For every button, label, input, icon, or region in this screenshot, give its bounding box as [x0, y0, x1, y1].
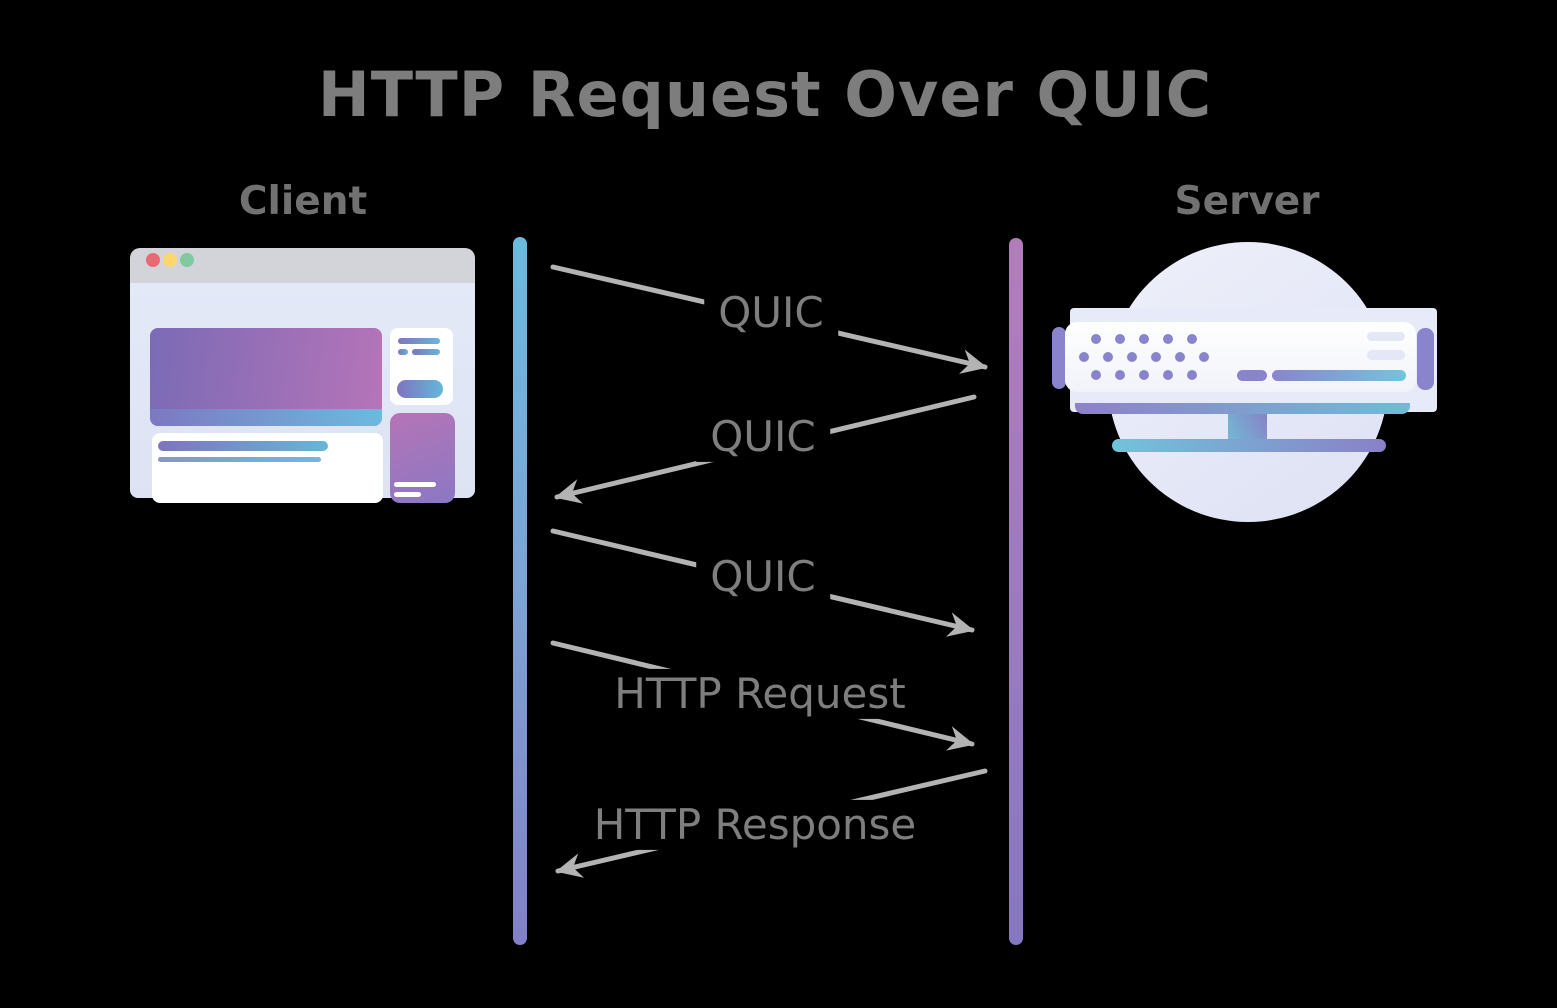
led-dot	[1163, 334, 1173, 344]
led-dot	[1091, 334, 1101, 344]
hero-banner-strip	[150, 409, 382, 426]
text-line-placeholder	[398, 349, 408, 355]
led-dot	[1175, 352, 1185, 362]
sidebar-image-placeholder	[390, 413, 455, 503]
button-placeholder	[397, 380, 443, 398]
server-chassis	[1065, 322, 1416, 392]
window-minimize-dot-icon	[163, 253, 177, 267]
led-dot	[1115, 370, 1125, 380]
led-dot	[1199, 352, 1209, 362]
text-line-placeholder	[394, 492, 421, 497]
server-left-handle	[1052, 327, 1066, 389]
browser-titlebar	[130, 248, 475, 283]
client-lifeline	[513, 237, 527, 945]
vent-slot	[1367, 332, 1405, 341]
text-line-placeholder	[158, 441, 328, 451]
message-label-quic-3: QUIC	[696, 551, 830, 603]
led-dot	[1115, 334, 1125, 344]
text-line-placeholder	[394, 482, 436, 487]
led-dot	[1127, 352, 1137, 362]
led-dot	[1091, 370, 1101, 380]
window-close-dot-icon	[146, 253, 160, 267]
led-dot	[1187, 370, 1197, 380]
content-card	[152, 433, 383, 503]
message-label-quic-1: QUIC	[704, 287, 838, 339]
server-shadow-bar	[1075, 403, 1410, 414]
drive-slot	[1237, 370, 1267, 381]
server-stand-neck	[1228, 412, 1267, 442]
led-dot	[1187, 334, 1197, 344]
server-label: Server	[1174, 179, 1320, 224]
browser-content-area	[130, 283, 475, 503]
page-title: HTTP Request Over QUIC	[317, 58, 1213, 131]
sidebar-card	[390, 328, 453, 405]
window-maximize-dot-icon	[180, 253, 194, 267]
text-line-placeholder	[158, 457, 321, 462]
message-label-quic-2: QUIC	[696, 411, 830, 463]
led-dot	[1139, 370, 1149, 380]
led-dot	[1151, 352, 1161, 362]
server-lifeline	[1009, 238, 1023, 945]
client-browser-icon	[130, 248, 475, 503]
message-label-http-request: HTTP Request	[600, 668, 920, 720]
server-icon	[1040, 230, 1460, 530]
server-right-handle	[1417, 328, 1434, 390]
text-line-placeholder	[412, 349, 440, 355]
message-label-http-response: HTTP Response	[579, 799, 931, 851]
client-label: Client	[238, 179, 368, 224]
server-base-bar	[1112, 439, 1386, 452]
vent-slot	[1367, 350, 1405, 360]
text-line-placeholder	[398, 338, 440, 344]
drive-slot-gradient	[1272, 370, 1406, 381]
led-dot	[1163, 370, 1173, 380]
led-dot	[1079, 352, 1089, 362]
led-dot	[1103, 352, 1113, 362]
led-dot	[1139, 334, 1149, 344]
